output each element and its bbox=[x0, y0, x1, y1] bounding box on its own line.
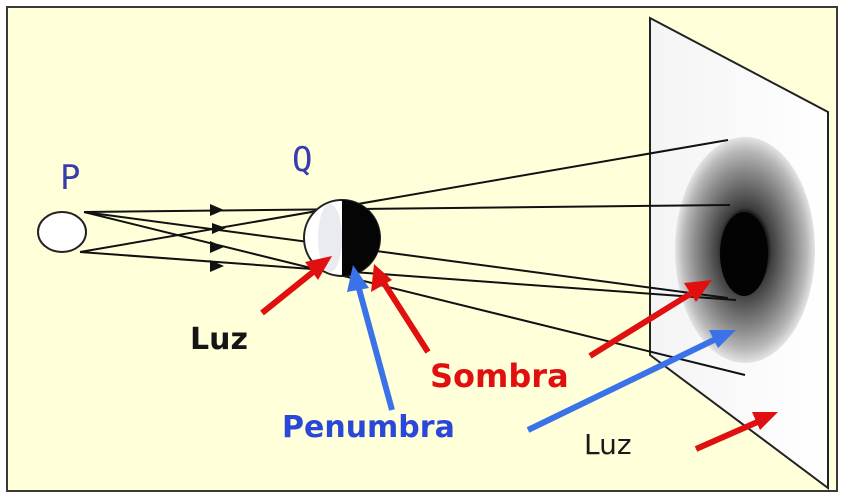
arrow-sombra-sphere bbox=[379, 278, 431, 354]
ray bbox=[83, 211, 729, 299]
red-arrows bbox=[260, 256, 778, 452]
ray bbox=[79, 139, 729, 253]
label-penumbra: Penumbra bbox=[282, 410, 455, 445]
arrow-sombra-screen bbox=[588, 288, 697, 359]
arrow-penumbra-sphere-head bbox=[347, 265, 369, 292]
arrow-sombra-screen-head bbox=[684, 280, 712, 302]
ray-arrow bbox=[210, 241, 224, 253]
label-light-left: Luz bbox=[190, 322, 248, 357]
label-shadow: Sombra bbox=[430, 357, 569, 395]
label-obstacle-q: Q bbox=[292, 140, 313, 180]
arrow-penumbra-screen bbox=[526, 335, 720, 433]
arrow-luz-right-head bbox=[752, 412, 778, 430]
arrow-luz-left bbox=[260, 265, 320, 316]
ray-arrow bbox=[210, 204, 224, 216]
obstacle-sphere bbox=[303, 199, 381, 277]
arrow-penumbra-sphere bbox=[355, 284, 395, 411]
ray bbox=[83, 204, 731, 213]
arrow-luz-right bbox=[694, 417, 764, 452]
label-light-right: Luz bbox=[584, 428, 632, 461]
blue-arrows bbox=[347, 265, 736, 433]
ray bbox=[83, 211, 746, 376]
umbra-region bbox=[720, 212, 768, 296]
arrow-sombra-sphere-head bbox=[371, 264, 392, 292]
ray bbox=[79, 251, 737, 301]
ray-arrow bbox=[210, 260, 224, 272]
arrow-luz-left-head bbox=[305, 256, 332, 280]
label-source-p: P bbox=[60, 158, 81, 198]
ray-arrow bbox=[212, 223, 226, 234]
light-rays bbox=[79, 139, 746, 376]
ray-arrowheads bbox=[210, 204, 226, 272]
arrow-penumbra-screen-head bbox=[709, 330, 736, 348]
light-source bbox=[37, 211, 87, 253]
